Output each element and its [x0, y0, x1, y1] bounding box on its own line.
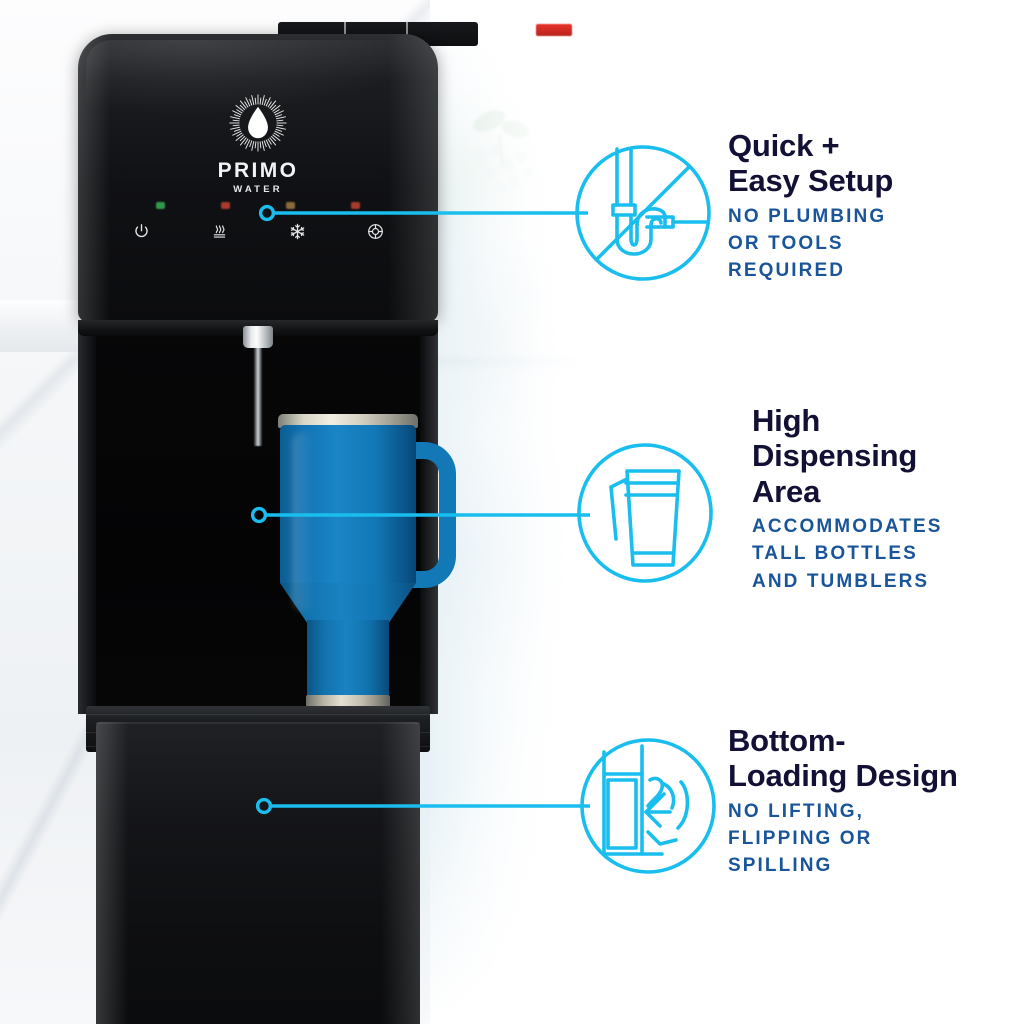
bottom-loading-cabinet — [96, 722, 420, 1024]
brand-name: PRIMO — [217, 159, 299, 182]
tumbler-body — [280, 425, 416, 585]
led-power — [156, 202, 165, 209]
lifebuoy-icon — [367, 223, 383, 239]
cold-water-button[interactable] — [286, 220, 308, 242]
dispenser-right-column — [420, 322, 438, 714]
power-icon — [134, 225, 148, 237]
primo-water-logo: PRIMO WATER — [203, 92, 313, 195]
feature-title-quick-easy-setup: Quick + Easy Setup — [728, 128, 894, 199]
dispenser-head-unit: PRIMO WATER — [78, 34, 438, 322]
callout-leader-line-2 — [250, 506, 590, 524]
tumbler-stem — [307, 620, 389, 698]
led-cold-water — [286, 202, 295, 209]
water-droplet-sunburst-icon — [229, 94, 287, 152]
led-self-clean — [351, 202, 360, 209]
tumbler-taper — [280, 583, 416, 623]
brand-subname: WATER — [233, 184, 283, 195]
self-clean-button[interactable] — [364, 220, 386, 242]
control-panel — [78, 202, 438, 242]
callout-leader-line-1 — [258, 204, 588, 222]
blue-tumbler — [268, 414, 456, 724]
snowflake-icon — [290, 223, 304, 239]
indicator-light-row — [78, 202, 438, 209]
hot-water-button[interactable] — [208, 220, 230, 242]
dispenser-left-column — [78, 322, 96, 714]
vase-decoration — [448, 215, 563, 350]
tall-tumbler-icon — [577, 443, 713, 583]
feature-subtitle-high-dispensing-area: ACCOMMODATES TALL BOTTLES AND TUMBLERS — [752, 515, 943, 592]
control-button-row — [78, 220, 438, 242]
hot-water-icon — [213, 224, 225, 238]
red-accent-detail — [536, 24, 572, 36]
feature-title-high-dispensing-area: High Dispensing Area — [752, 403, 918, 509]
power-button[interactable] — [130, 220, 152, 242]
tumbler-rim — [278, 414, 418, 428]
feature-subtitle-bottom-loading-design: NO LIFTING, FLIPPING OR SPILLING — [728, 800, 873, 877]
bottom-loading-bottle-icon — [580, 738, 716, 874]
no-plumbing-pipe-icon — [575, 145, 711, 281]
callout-leader-line-3 — [255, 797, 590, 815]
led-hot-water — [221, 202, 230, 209]
water-dispenser-product: PRIMO WATER — [78, 22, 572, 1024]
water-stream — [253, 346, 263, 446]
dispenser-nozzle-icon — [243, 326, 273, 348]
shelf-decoration — [430, 358, 580, 370]
feature-subtitle-quick-easy-setup: NO PLUMBING OR TOOLS REQUIRED — [728, 205, 887, 282]
feature-title-bottom-loading-design: Bottom- Loading Design — [728, 723, 958, 794]
